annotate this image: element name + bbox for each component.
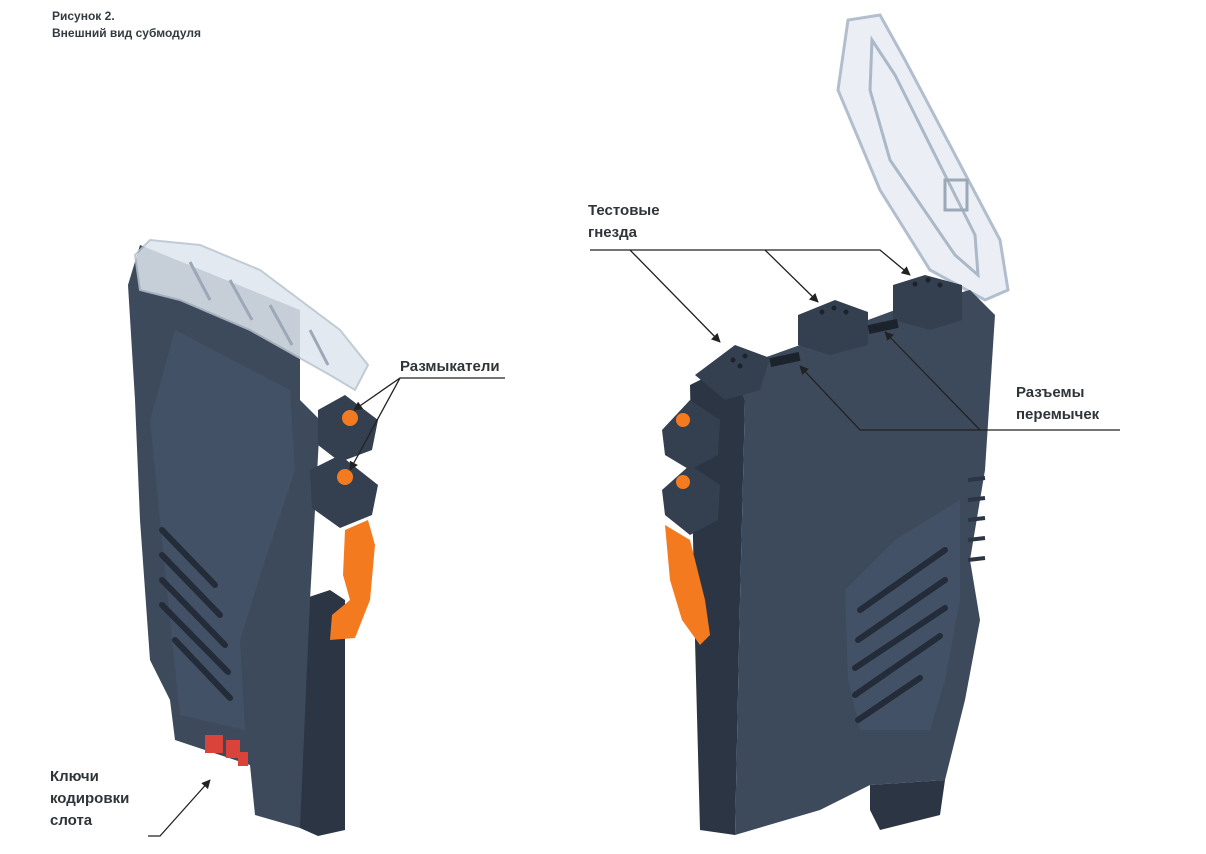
left-lower-breaker-housing [310,455,378,528]
left-module-vents [159,527,233,701]
callout-test-sockets: Тестовые гнезда [588,200,660,244]
callout-slot-coding-keys: Ключи кодировки слота [50,766,129,832]
leader-coding-keys [148,779,211,837]
left-module-transparent-cover [133,238,370,392]
leader-test-sockets-1 [590,249,721,343]
callout-jumper-connectors: Разъемы перемычек [1016,382,1099,426]
jumper-slot-2 [867,318,899,335]
right-cover-inner-edge [868,35,980,279]
callout-slot-coding-keys-line-2: кодировки [50,790,130,807]
left-upper-breaker-housing [318,395,378,462]
left-coding-keys [205,735,248,766]
test-socket-holes [730,277,943,369]
right-module-vents [852,547,948,723]
module-closed-cover [128,238,378,836]
right-upper-breaker-button [676,413,690,427]
leader-test-sockets-2 [630,249,819,303]
callout-slot-coding-keys-line-1: Ключи [50,768,99,785]
callout-jumper-connectors-line-1: Разъемы [1016,384,1085,401]
left-orange-release-lever [330,520,375,640]
right-module-side-ribs [967,476,986,562]
left-cover-ribs [188,261,330,366]
right-orange-release-lever [665,525,710,645]
left-upper-breaker-button [342,410,358,426]
jumper-slot-1 [769,351,801,368]
left-module-side-panel [300,590,345,836]
leader-breakers-lower [349,377,401,471]
left-lower-breaker-button [337,469,353,485]
leader-test-sockets-3 [765,249,911,276]
leader-jumpers-2 [884,331,981,431]
callout-breakers: Размыкатели [400,356,500,378]
right-cover-latch [943,178,969,212]
callout-slot-coding-keys-line-3: слота [50,812,93,829]
figure-caption: Рисунок 2. Внешний вид субмодуля [52,8,201,42]
figure-number: Рисунок 2. [52,9,115,23]
callout-test-sockets-line-1: Тестовые [588,202,660,219]
leader-jumpers-1 [799,365,1120,431]
figure-title: Внешний вид субмодуля [52,26,202,40]
callout-test-sockets-line-2: гнезда [588,224,637,241]
callout-jumper-connectors-line-2: перемычек [1016,406,1100,423]
right-test-socket-block-2 [798,300,868,355]
right-module-foot [870,780,945,830]
leader-lines [148,249,1120,837]
right-lower-breaker-button [676,475,690,489]
callout-breakers-line-1: Размыкатели [400,358,500,375]
right-test-socket-block-1 [695,345,770,400]
module-open-cover [662,13,1010,835]
leader-breakers-upper [353,377,505,411]
right-module-transparent-cover [836,13,1010,302]
right-test-socket-block-3 [893,275,962,330]
